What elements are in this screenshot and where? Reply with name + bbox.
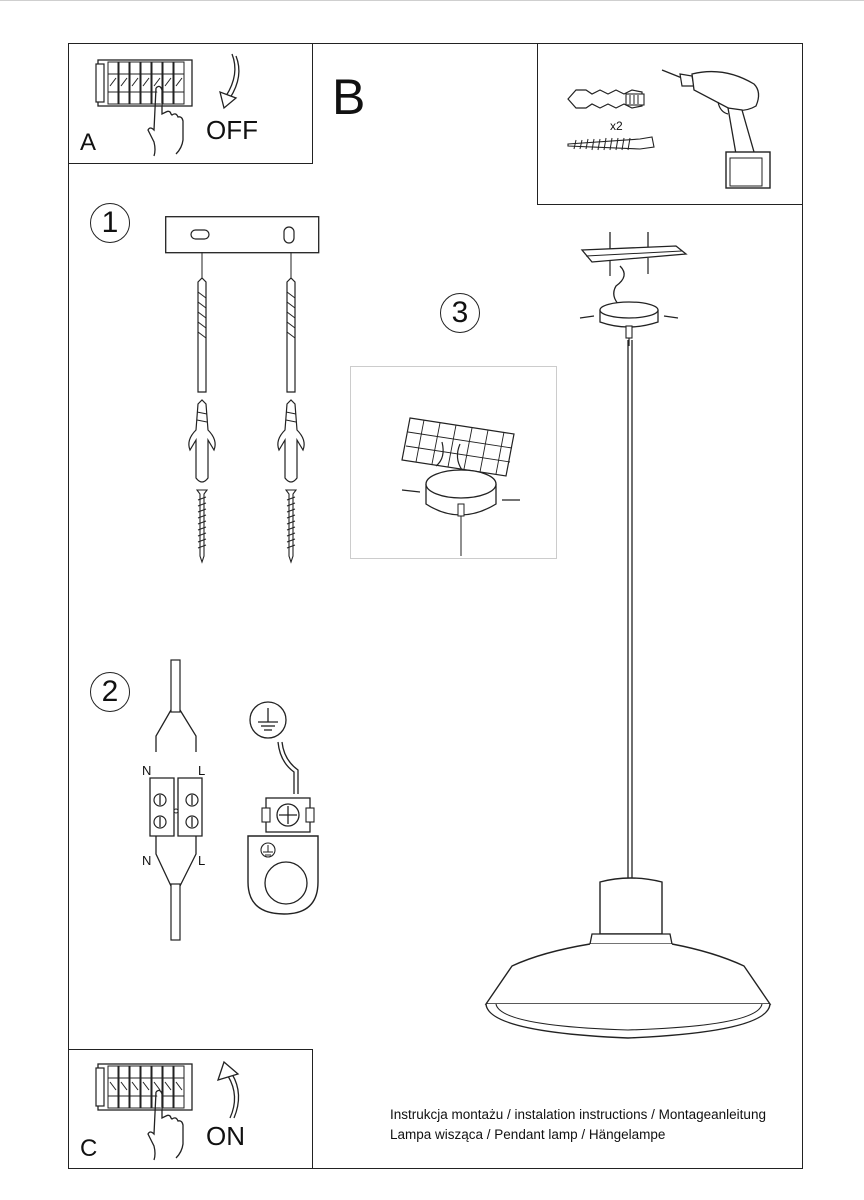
ground-symbol-icon xyxy=(249,701,287,739)
fuse-box-icon xyxy=(95,59,193,107)
panel-c-letter: C xyxy=(80,1135,98,1162)
instruction-sheet-frame xyxy=(68,43,803,1169)
wall-plug-icon xyxy=(567,89,645,109)
arrow-down-icon xyxy=(219,53,240,110)
step-1-number: 1 xyxy=(90,203,130,243)
live-wire-label-top: L xyxy=(198,763,206,778)
neutral-wire-label-top: N xyxy=(142,763,152,778)
screw-icon xyxy=(284,489,298,564)
canopy-detail-inset xyxy=(350,366,557,559)
panel-b-letter: B xyxy=(332,69,366,125)
footer-title-line-1: Instrukcja montażu / instalation instruc… xyxy=(390,1107,766,1122)
fuse-box-icon xyxy=(95,1063,193,1111)
ceiling-canopy-illustration xyxy=(579,232,688,346)
screw-icon xyxy=(195,489,209,564)
power-off-label: OFF xyxy=(206,115,258,145)
live-wire-label-bottom: L xyxy=(198,853,206,868)
wall-plug-icon xyxy=(188,399,216,483)
page-top-rule xyxy=(0,0,864,1)
footer-title-line-2: Lampa wisząca / Pendant lamp / Hängelamp… xyxy=(390,1127,666,1142)
arrow-up-icon xyxy=(216,1060,240,1119)
ground-terminal-icon xyxy=(247,741,319,915)
terminal-block-icon xyxy=(149,659,203,941)
pendant-lamp-icon xyxy=(484,340,772,1039)
wall-plug-icon xyxy=(277,399,305,483)
neutral-wire-label-bottom: N xyxy=(142,853,152,868)
step-2-number: 2 xyxy=(90,672,130,712)
power-on-label: ON xyxy=(206,1121,245,1151)
step-3-number: 3 xyxy=(440,293,480,333)
hand-icon xyxy=(147,85,184,157)
drill-hole-guides xyxy=(197,252,296,393)
panel-a-letter: A xyxy=(80,129,97,156)
drill-icon xyxy=(661,69,771,189)
hand-icon xyxy=(147,1089,184,1161)
screw-icon xyxy=(567,136,655,151)
ceiling-bracket-illustration xyxy=(165,216,320,254)
quantity-label: x2 xyxy=(610,119,623,133)
